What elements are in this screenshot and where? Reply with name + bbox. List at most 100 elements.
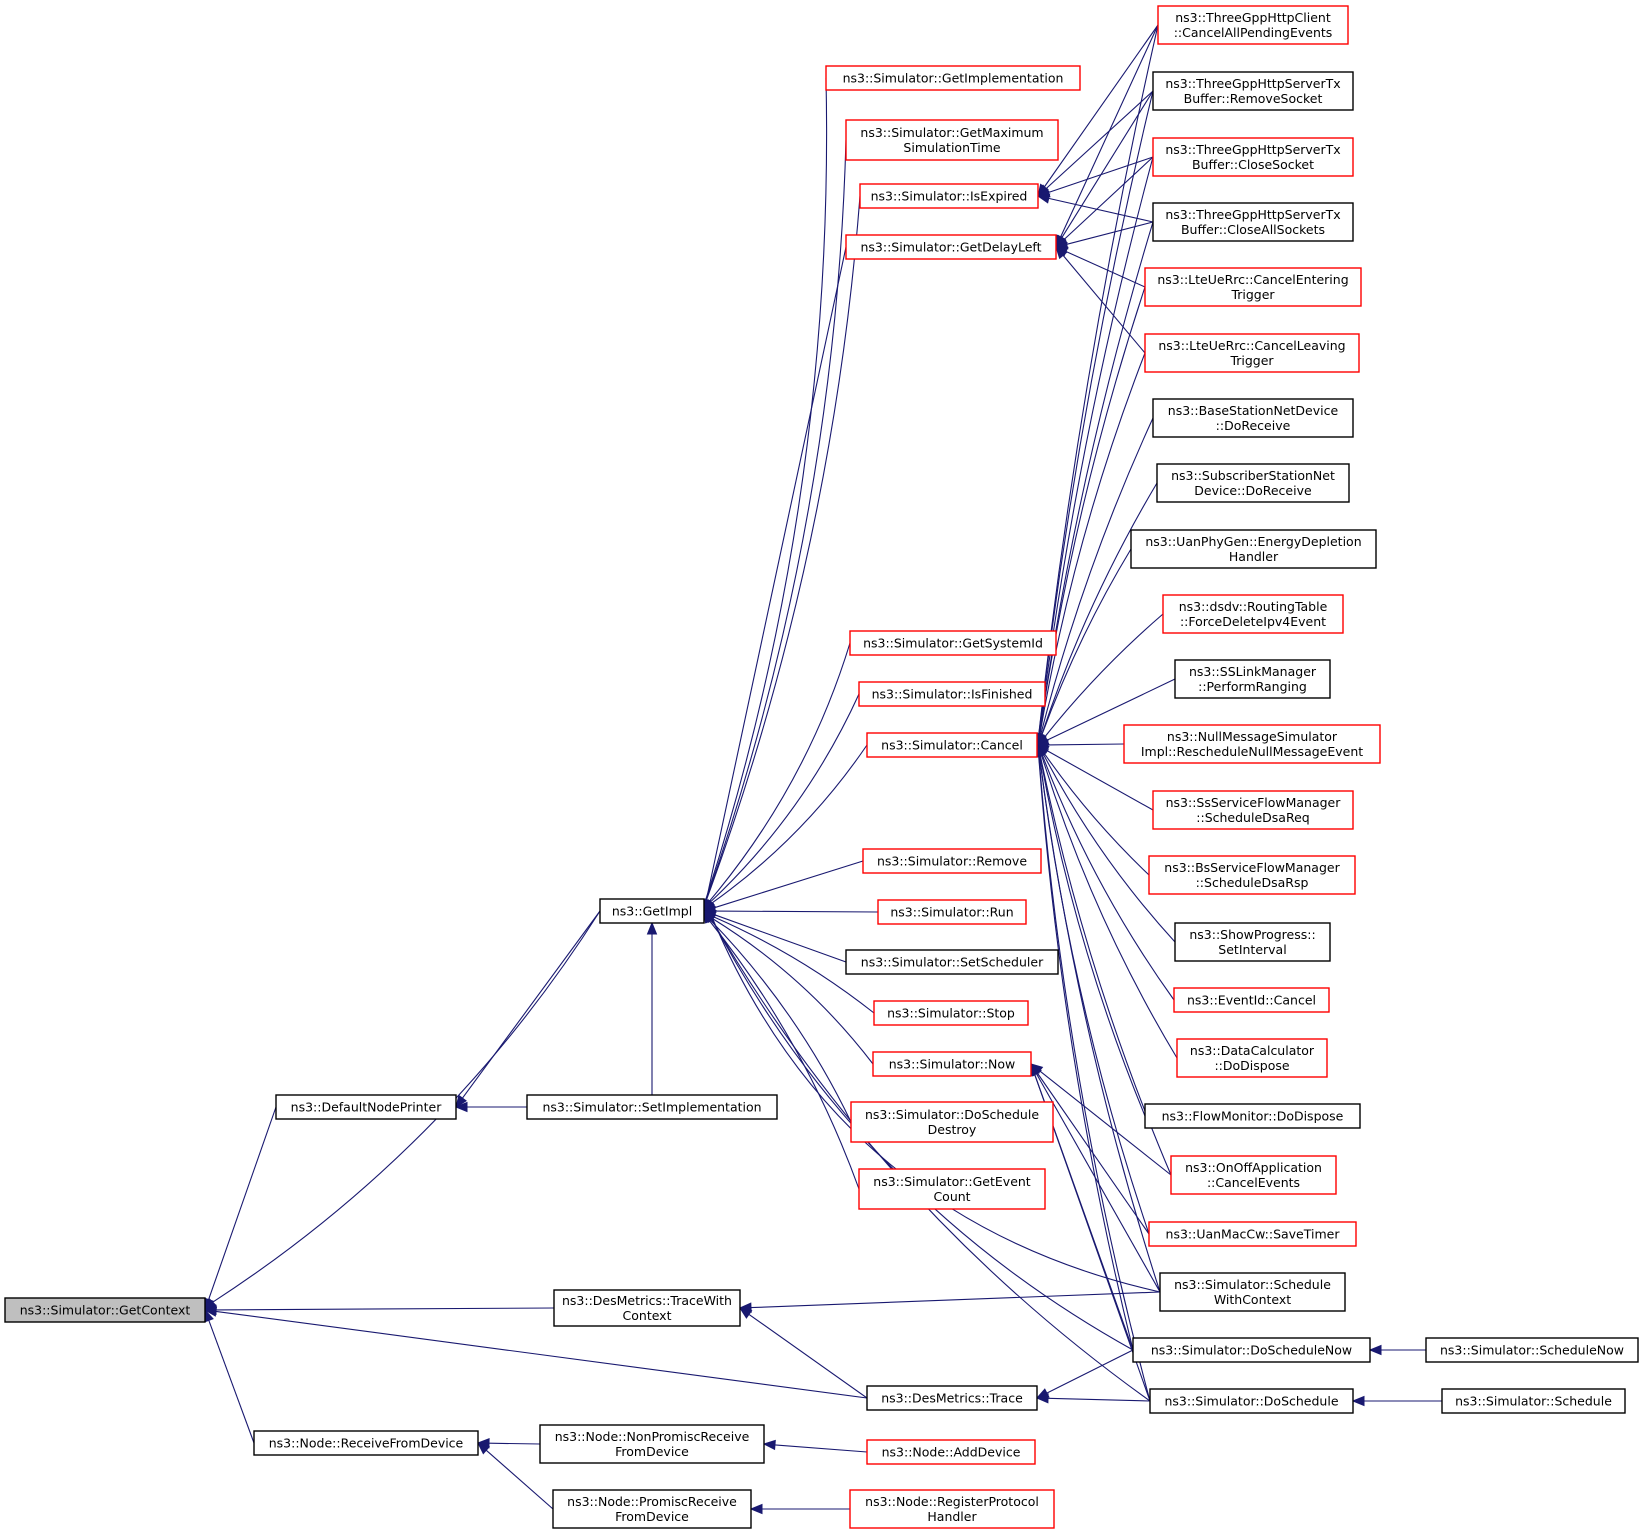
node-cancel[interactable]: ns3::Simulator::Cancel <box>866 732 1038 758</box>
node-onoffapp[interactable]: ns3::OnOffApplication::CancelEvents <box>1170 1155 1337 1195</box>
node-stop[interactable]: ns3::Simulator::Stop <box>873 1000 1029 1026</box>
node-box[interactable] <box>1144 333 1360 373</box>
node-box[interactable] <box>4 1297 206 1323</box>
node-box[interactable] <box>275 1094 457 1120</box>
node-removesocket[interactable]: ns3::ThreeGppHttpServerTxBuffer::RemoveS… <box>1152 71 1354 111</box>
node-now[interactable]: ns3::Simulator::Now <box>872 1051 1032 1077</box>
node-box[interactable] <box>1441 1388 1626 1414</box>
node-box[interactable] <box>1149 1388 1354 1414</box>
node-getimplementation[interactable]: ns3::Simulator::GetImplementation <box>825 65 1081 91</box>
node-box[interactable] <box>1152 202 1354 242</box>
node-getsystemid[interactable]: ns3::Simulator::GetSystemId <box>849 630 1057 656</box>
node-trace[interactable]: ns3::DesMetrics::Trace <box>866 1385 1038 1411</box>
node-box[interactable] <box>553 1289 741 1327</box>
node-ssnetdevice[interactable]: ns3::SubscriberStationNetDevice::DoRecei… <box>1156 463 1350 503</box>
node-box[interactable] <box>850 1101 1054 1143</box>
node-httpclientcancel[interactable]: ns3::ThreeGppHttpClient::CancelAllPendin… <box>1157 5 1349 45</box>
node-box[interactable] <box>866 732 1038 758</box>
node-box[interactable] <box>552 1489 752 1529</box>
node-showprogress[interactable]: ns3::ShowProgress::SetInterval <box>1174 922 1331 962</box>
node-box[interactable] <box>1152 71 1354 111</box>
node-box[interactable] <box>1156 463 1350 503</box>
node-box[interactable] <box>859 183 1039 209</box>
node-box[interactable] <box>1174 659 1331 699</box>
node-box[interactable] <box>1148 1221 1357 1247</box>
node-closeallsockets[interactable]: ns3::ThreeGppHttpServerTxBuffer::CloseAl… <box>1152 202 1354 242</box>
node-box[interactable] <box>858 1168 1046 1210</box>
node-box[interactable] <box>1130 529 1377 569</box>
node-box[interactable] <box>845 949 1059 975</box>
node-box[interactable] <box>1174 922 1331 962</box>
node-doschedule[interactable]: ns3::Simulator::DoSchedule <box>1149 1388 1354 1414</box>
node-uanmaccw[interactable]: ns3::UanMacCw::SaveTimer <box>1148 1221 1357 1247</box>
node-isexpired[interactable]: ns3::Simulator::IsExpired <box>859 183 1039 209</box>
node-box[interactable] <box>539 1424 765 1464</box>
node-box[interactable] <box>849 1489 1055 1529</box>
node-getcontext[interactable]: ns3::Simulator::GetContext <box>4 1297 206 1323</box>
node-schedulenow[interactable]: ns3::Simulator::ScheduleNow <box>1425 1337 1639 1363</box>
node-box[interactable] <box>1157 5 1349 45</box>
node-box[interactable] <box>599 898 705 924</box>
node-closesocket[interactable]: ns3::ThreeGppHttpServerTxBuffer::CloseSo… <box>1152 137 1354 177</box>
node-box[interactable] <box>1176 1038 1328 1078</box>
node-bsserviceflow[interactable]: ns3::BsServiceFlowManager::ScheduleDsaRs… <box>1148 855 1356 895</box>
node-box[interactable] <box>253 1430 479 1456</box>
node-run[interactable]: ns3::Simulator::Run <box>877 899 1027 925</box>
node-box[interactable] <box>1144 267 1362 307</box>
node-box[interactable] <box>1152 790 1354 830</box>
node-box[interactable] <box>1173 987 1330 1013</box>
node-box[interactable] <box>1144 1103 1361 1129</box>
node-box[interactable] <box>1132 1337 1371 1363</box>
node-box[interactable] <box>845 119 1059 161</box>
node-dsdv[interactable]: ns3::dsdv::RoutingTable::ForceDeleteIpv4… <box>1162 594 1344 634</box>
node-adddevice[interactable]: ns3::Node::AddDevice <box>866 1439 1036 1465</box>
node-schedule[interactable]: ns3::Simulator::Schedule <box>1441 1388 1626 1414</box>
node-box[interactable] <box>866 1385 1038 1411</box>
node-box[interactable] <box>1148 855 1356 895</box>
node-receivefromdevice[interactable]: ns3::Node::ReceiveFromDevice <box>253 1430 479 1456</box>
node-box[interactable] <box>866 1439 1036 1465</box>
node-getimpl[interactable]: ns3::GetImpl <box>599 898 705 924</box>
node-ssserviceflow[interactable]: ns3::SsServiceFlowManager::ScheduleDsaRe… <box>1152 790 1354 830</box>
node-bsnetdevice[interactable]: ns3::BaseStationNetDevice::DoReceive <box>1152 398 1354 438</box>
node-box[interactable] <box>849 630 1057 656</box>
node-box[interactable] <box>1162 594 1344 634</box>
node-box[interactable] <box>858 681 1046 707</box>
node-setimplementation[interactable]: ns3::Simulator::SetImplementation <box>526 1094 778 1120</box>
node-remove[interactable]: ns3::Simulator::Remove <box>862 848 1042 874</box>
node-box[interactable] <box>825 65 1081 91</box>
node-sslinkmanager[interactable]: ns3::SSLinkManager::PerformRanging <box>1174 659 1331 699</box>
node-doschedulenow[interactable]: ns3::Simulator::DoScheduleNow <box>1132 1337 1371 1363</box>
node-box[interactable] <box>526 1094 778 1120</box>
node-getdelayleft[interactable]: ns3::Simulator::GetDelayLeft <box>845 234 1057 260</box>
node-box[interactable] <box>845 234 1057 260</box>
node-flowmonitor[interactable]: ns3::FlowMonitor::DoDispose <box>1144 1103 1361 1129</box>
node-box[interactable] <box>1152 137 1354 177</box>
node-box[interactable] <box>873 1000 1029 1026</box>
node-box[interactable] <box>872 1051 1032 1077</box>
node-datacalculator[interactable]: ns3::DataCalculator::DoDispose <box>1176 1038 1328 1078</box>
node-eventidcancel[interactable]: ns3::EventId::Cancel <box>1173 987 1330 1013</box>
node-box[interactable] <box>1123 724 1381 764</box>
node-box[interactable] <box>1425 1337 1639 1363</box>
node-setscheduler[interactable]: ns3::Simulator::SetScheduler <box>845 949 1059 975</box>
node-nullmessage[interactable]: ns3::NullMessageSimulatorImpl::Reschedul… <box>1123 724 1381 764</box>
node-box[interactable] <box>877 899 1027 925</box>
node-defaultnodeprinter[interactable]: ns3::DefaultNodePrinter <box>275 1094 457 1120</box>
node-box[interactable] <box>1152 398 1354 438</box>
node-isfinished[interactable]: ns3::Simulator::IsFinished <box>858 681 1046 707</box>
node-box[interactable] <box>1170 1155 1337 1195</box>
node-box[interactable] <box>1159 1272 1346 1312</box>
node-box[interactable] <box>862 848 1042 874</box>
